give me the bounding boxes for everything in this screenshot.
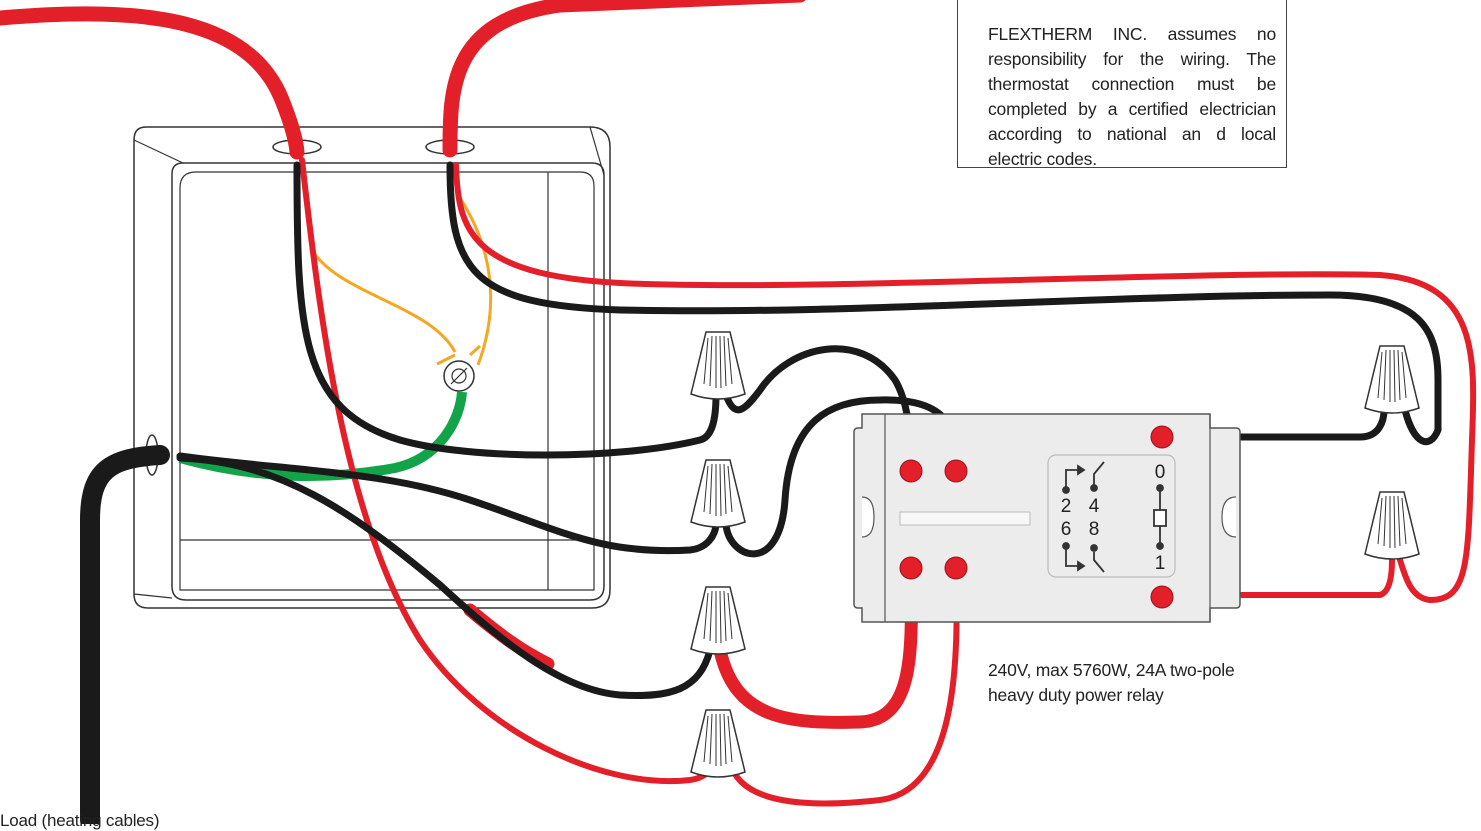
terminal-label: 1 [1155,553,1166,574]
wire-nut-icon [1364,345,1420,414]
relay-caption: 240V, max 5760W, 24A two-pole heavy duty… [988,658,1235,708]
relay-terminal [944,556,968,580]
wire-nut-icon [690,331,746,400]
relay-terminal [1150,585,1174,609]
wire-nut-icon [690,586,746,655]
terminal-label: 4 [1089,496,1100,517]
ground-screw-icon [443,360,475,392]
relay-caption-line: heavy duty power relay [988,685,1164,705]
relay-terminal [899,556,923,580]
junction-box [133,126,611,609]
wire-nut-icon [1364,491,1420,560]
hot-wires [0,0,1477,807]
wire-connectors [690,331,1420,778]
relay-caption-line: 240V, max 5760W, 24A two-pole [988,660,1235,680]
terminal-label: 0 [1155,462,1166,483]
terminal-label: 2 [1061,496,1072,517]
relay-terminal [944,459,968,483]
wire-nut-icon [690,459,746,528]
neutral-wires [80,161,1442,824]
disclaimer-box: FLEXTHERM INC. assumes no responsibility… [957,0,1287,169]
wire-nut-icon [690,709,746,778]
disclaimer-text: FLEXTHERM INC. assumes no responsibility… [988,24,1276,169]
relay-terminal [1150,425,1174,449]
load-label: Load (heating cables) [0,811,160,830]
terminal-label: 8 [1089,519,1100,540]
power-relay: 2 6 4 8 0 1 [853,413,1241,623]
terminal-label: 6 [1061,519,1072,540]
ground-wire [178,391,467,481]
relay-terminal [899,459,923,483]
